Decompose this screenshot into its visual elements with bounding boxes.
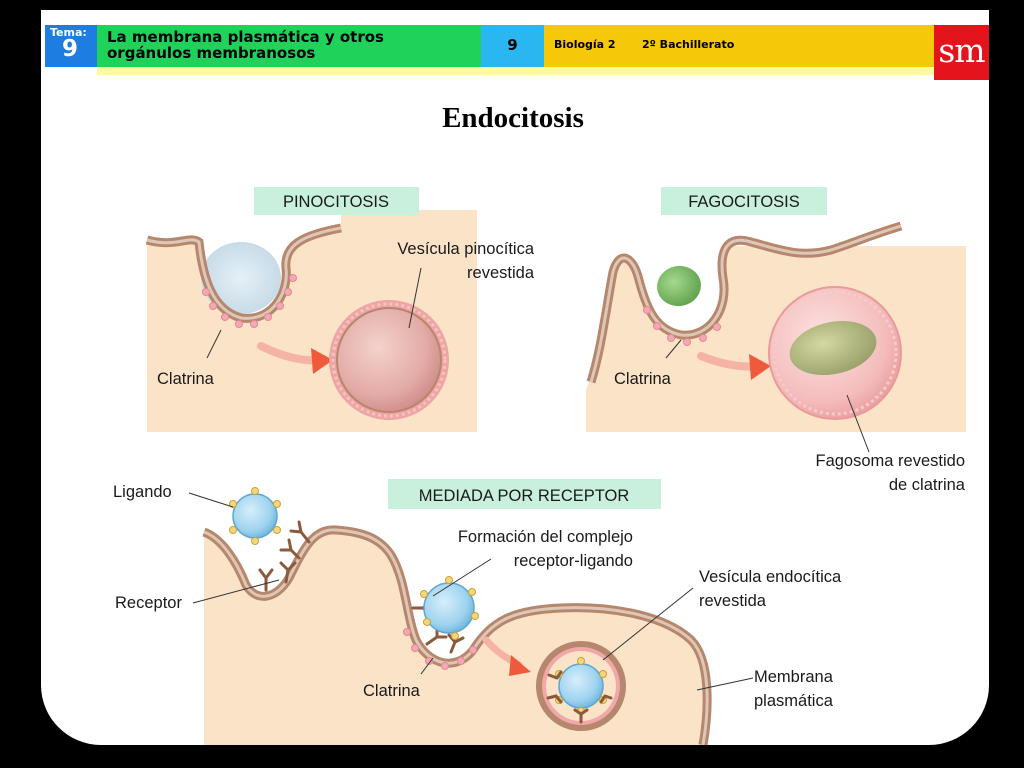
receptor-membrane-core: [203, 528, 709, 745]
receptor-heading: MEDIADA POR RECEPTOR: [419, 487, 630, 505]
receptor-ligand-complex: [420, 576, 479, 640]
endocytic-vesicle-leader: [602, 587, 694, 661]
pinocytic-vesicle: [336, 307, 442, 413]
complex-leader: [432, 558, 492, 597]
receptor-heading-bg: [388, 479, 661, 509]
publisher-logo-text: sm: [938, 31, 985, 70]
header-strip: [97, 67, 934, 75]
receptor-panel: [188, 487, 754, 745]
receptor-clathrin-coat: [403, 628, 477, 670]
membrane-label-2: plasmática: [754, 692, 834, 710]
phagocytosis-arrow-head: [749, 354, 771, 380]
receptor-arrow-head: [509, 655, 531, 676]
ligand-leader: [188, 492, 234, 508]
pinocytic-vesicle-beads: [331, 302, 447, 418]
pinocytosis-heading: PINOCITOSIS: [283, 193, 389, 211]
complex-label-1: Formación del complejo: [458, 528, 633, 546]
internalized-ligand: [558, 663, 604, 709]
pinocytosis-arrow-head: [311, 348, 333, 374]
phagocytosis-heading-bg: [661, 187, 827, 215]
diagram-title: Endocitosis: [442, 102, 584, 134]
unit-title-line-1: La membrana plasmática y otros: [107, 28, 384, 46]
phagosome-beads: [772, 290, 898, 416]
membrane-label-1: Membrana: [754, 668, 834, 686]
endocytic-vesicle-label-2: revestida: [699, 592, 767, 610]
pinocytic-vesicle-leader: [408, 267, 422, 329]
pinocytic-vesicle-label-2: revestida: [467, 264, 535, 282]
membrane-leader: [696, 677, 754, 691]
complex-label-2: receptor-ligando: [514, 552, 633, 570]
publisher-logo: sm: [934, 25, 989, 80]
receptor-clathrin-label: Clatrina: [363, 682, 421, 700]
course-name: 2º Bachillerato: [642, 38, 735, 51]
endocytic-vesicle: [536, 641, 626, 731]
pinocytosis-membrane-core: [146, 226, 342, 320]
pinocytosis-panel: [145, 205, 477, 432]
phagosome-label-2: de clatrina: [889, 476, 966, 494]
membrane-receptors: [258, 520, 465, 654]
pinocytic-vesicle-label-1: Vesícula pinocítica: [397, 240, 534, 258]
pinocytosis-heading-bg: [254, 187, 419, 215]
phagocytosis-clathrin-coat: [643, 306, 721, 346]
pinocytosis-clathrin-coat: [202, 274, 297, 328]
page-number-box: 9: [481, 25, 544, 67]
phagosome-label-1: Fagosoma revestido: [816, 452, 966, 470]
phagosome-leader: [846, 394, 870, 453]
pinocytosis-clathrin-label: Clatrina: [157, 370, 215, 388]
receptor-leader: [192, 579, 280, 604]
tema-number: 9: [62, 36, 79, 62]
phagocytosis-clathrin-label: Clatrina: [614, 370, 672, 388]
ligand-label: Ligando: [113, 483, 172, 501]
pinocytosis-droplet: [201, 242, 281, 314]
unit-title-line-2: orgánulos membranosos: [107, 44, 316, 62]
free-ligand-particle: [232, 493, 278, 539]
page-number: 9: [507, 36, 518, 54]
receptor-label: Receptor: [115, 594, 182, 612]
phagocytosis-particle: [657, 265, 701, 307]
subject-bar: Biología 2 2º Bachillerato: [544, 25, 934, 67]
slide-page: Tema: 9 La membrana plasmática y otros o…: [41, 10, 989, 745]
endocytic-vesicle-label-1: Vesícula endocítica: [699, 568, 842, 586]
phagosome-particle: [789, 320, 877, 376]
phagocytosis-membrane-core: [589, 224, 902, 383]
phagocytosis-clathrin-leader: [665, 339, 682, 359]
receptor-clathrin-leader: [420, 657, 434, 675]
phagocytosis-extracellular: [586, 222, 966, 390]
tema-badge: Tema: 9: [45, 25, 97, 67]
phagocytosis-heading: FAGOCITOSIS: [688, 193, 800, 211]
bound-ligand-particle: [423, 582, 475, 634]
endocytosis-diagram: Endocitosis: [113, 102, 966, 745]
unit-title-bar: La membrana plasmática y otros orgánulos…: [97, 25, 481, 67]
pinocytosis-clathrin-leader: [206, 329, 222, 359]
free-ligand: [229, 487, 281, 545]
tema-label: Tema:: [50, 26, 87, 39]
subject-name: Biología 2: [554, 38, 616, 51]
phagocytosis-panel: [586, 200, 966, 453]
